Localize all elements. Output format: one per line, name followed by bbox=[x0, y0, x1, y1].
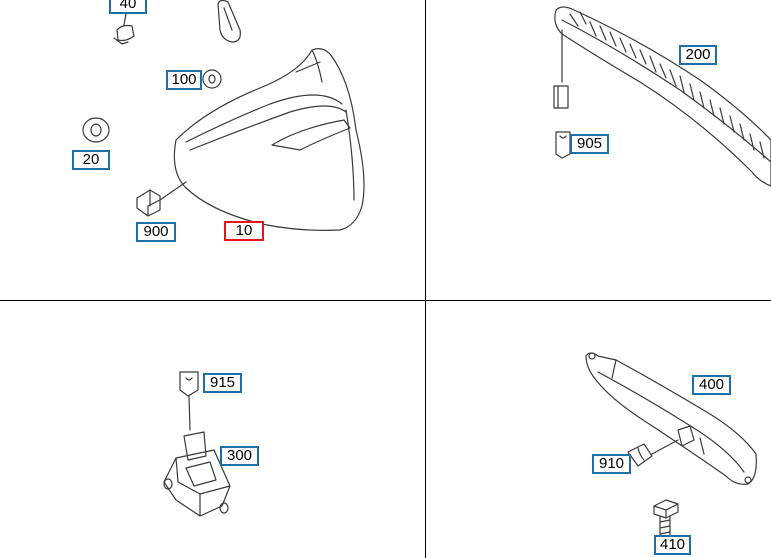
washer-part-100[interactable] bbox=[202, 69, 222, 89]
divider-horizontal bbox=[0, 300, 771, 301]
connector-part-905[interactable] bbox=[555, 131, 571, 159]
bulb-part-40[interactable] bbox=[113, 13, 135, 45]
connector-part-910[interactable] bbox=[627, 439, 679, 467]
washer-part-20[interactable] bbox=[82, 117, 110, 143]
light-bar-part-400[interactable] bbox=[585, 352, 757, 485]
callout-20[interactable]: 20 bbox=[72, 150, 110, 170]
mirror-housing-part-10[interactable] bbox=[173, 48, 365, 231]
callout-905[interactable]: 905 bbox=[570, 134, 609, 154]
light-bar-part-200[interactable] bbox=[554, 6, 771, 187]
callout-410[interactable]: 410 bbox=[654, 535, 691, 555]
callout-40[interactable]: 40 bbox=[109, 0, 147, 14]
callout-300[interactable]: 300 bbox=[220, 446, 259, 466]
screw-part-410[interactable] bbox=[653, 499, 679, 541]
connector-plug[interactable] bbox=[553, 85, 569, 109]
connector-part-915[interactable] bbox=[179, 371, 199, 431]
callout-100[interactable]: 100 bbox=[166, 70, 202, 90]
connector-part-900[interactable] bbox=[136, 181, 187, 217]
callout-900[interactable]: 900 bbox=[136, 222, 176, 242]
callout-400[interactable]: 400 bbox=[692, 375, 731, 395]
gasket-part[interactable] bbox=[217, 0, 241, 43]
lamp-unit-part-300[interactable] bbox=[163, 431, 231, 517]
callout-10-selected[interactable]: 10 bbox=[224, 221, 264, 241]
divider-vertical bbox=[425, 0, 426, 558]
callout-915[interactable]: 915 bbox=[203, 373, 242, 393]
callout-910[interactable]: 910 bbox=[592, 454, 631, 474]
callout-200[interactable]: 200 bbox=[679, 45, 717, 65]
